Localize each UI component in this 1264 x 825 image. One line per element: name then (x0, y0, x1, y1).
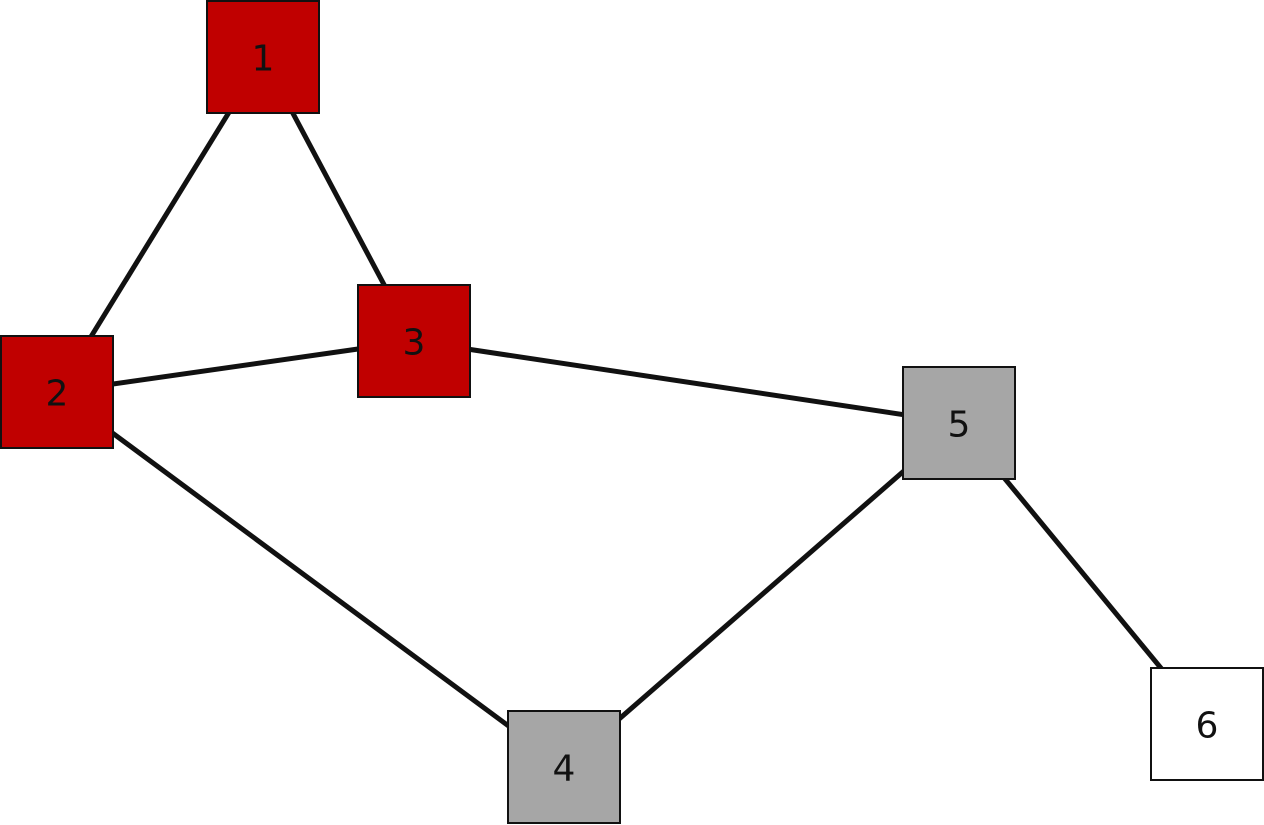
node-3: 3 (357, 284, 471, 398)
node-label: 5 (948, 405, 971, 446)
edge-2-4 (55, 389, 566, 770)
node-box (206, 0, 320, 114)
edge-2-3 (56, 338, 415, 395)
edge-3-5 (413, 338, 960, 426)
node-box (357, 284, 471, 398)
node-label: 3 (403, 323, 426, 364)
edge-4-5 (562, 421, 961, 769)
node-label: 6 (1196, 706, 1219, 747)
node-box (0, 335, 114, 449)
node-1: 1 (206, 0, 320, 114)
node-label: 1 (252, 39, 275, 80)
node-5: 5 (902, 366, 1016, 480)
edges-layer (54, 55, 1209, 770)
node-label: 4 (553, 749, 576, 790)
node-box (507, 710, 621, 824)
node-4: 4 (507, 710, 621, 824)
node-box (1150, 667, 1264, 781)
node-box (902, 366, 1016, 480)
node-6: 6 (1150, 667, 1264, 781)
node-2: 2 (0, 335, 114, 449)
node-label: 2 (46, 374, 69, 415)
